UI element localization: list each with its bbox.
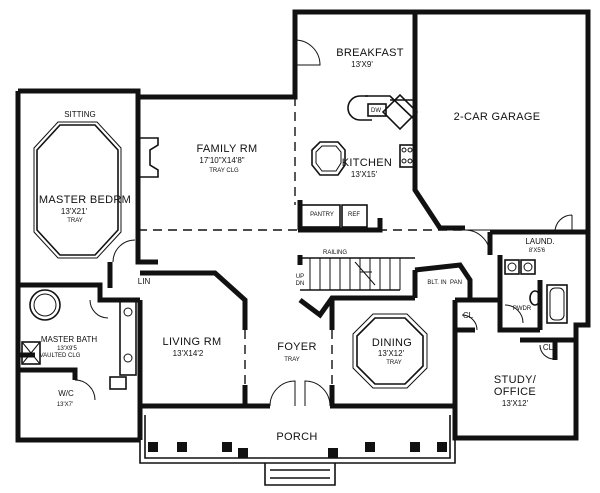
kitchen-island xyxy=(311,141,346,176)
foyer-label: FOYER xyxy=(277,341,316,353)
door-swings xyxy=(74,39,573,407)
pantry-label: PANTRY xyxy=(310,212,334,218)
living-room-label: LIVING RM xyxy=(163,336,222,348)
sitting-label: SITTING xyxy=(64,110,96,119)
dining-label: DINING xyxy=(372,337,412,349)
stair-down-label: DN xyxy=(296,281,305,287)
master-bath-note: VAULTED CLG xyxy=(40,353,81,359)
staircase xyxy=(300,257,415,291)
foyer-note: TRAY xyxy=(284,357,300,363)
linen-label: LIN xyxy=(138,277,151,286)
master-bath-dim: 13'X9'5 xyxy=(57,346,77,352)
study-label-2: OFFICE xyxy=(494,386,536,398)
breakfast-dim: 13'X9' xyxy=(351,60,373,69)
wic-label: W/C xyxy=(58,389,74,398)
room-labels: BREAKFAST 13'X9' 2-CAR GARAGE SITTING FA… xyxy=(39,47,555,443)
master-bedroom-note: TRAY xyxy=(67,218,83,224)
family-room-dim: 17'10"X14'8" xyxy=(199,156,244,165)
dishwasher-label: DW xyxy=(371,108,381,114)
laundry-dim: 8'X5'6 xyxy=(529,248,546,254)
laundry-label: LAUND. xyxy=(525,237,554,246)
built-in-label: BLT. IN xyxy=(427,280,446,286)
master-bedroom-label: MASTER BEDRM xyxy=(39,194,131,206)
master-bed-tray xyxy=(36,124,119,256)
family-room-note: TRAY CLG xyxy=(209,168,239,174)
ref-label: REF xyxy=(348,212,360,218)
porch xyxy=(139,410,456,486)
fixtures xyxy=(21,93,568,390)
study-label: STUDY/ xyxy=(494,374,537,386)
pan-label: PAN xyxy=(450,280,462,286)
kitchen-label: KITCHEN xyxy=(342,157,392,169)
closet-a-label: CL xyxy=(463,311,474,320)
master-bedroom-dim: 13'X21' xyxy=(61,207,88,216)
living-room-dim: 13'X14'2 xyxy=(173,349,204,358)
kitchen-dim: 13'X15' xyxy=(351,170,378,179)
family-room-label: FAMILY RM xyxy=(197,143,258,155)
dashed-openings xyxy=(15,91,465,385)
porch-label: PORCH xyxy=(276,431,317,443)
fireplace xyxy=(138,137,159,178)
dining-dim: 13'X12' xyxy=(378,349,405,358)
stair-up-label: UP xyxy=(296,274,304,280)
pwdr-label: PWDR xyxy=(513,306,532,312)
study-dim: 13'X12' xyxy=(502,399,529,408)
fixture-labels: DW PANTRY REF RAILING UP DN BLT. IN PAN … xyxy=(296,108,554,352)
tub xyxy=(29,289,61,321)
dining-tray xyxy=(356,317,424,385)
breakfast-label: BREAKFAST xyxy=(336,47,404,59)
stove xyxy=(399,144,415,168)
wic-dim: 13'X7' xyxy=(57,402,73,408)
garage-label: 2-CAR GARAGE xyxy=(454,111,541,123)
closet-b-label: CL xyxy=(543,343,554,352)
dining-note: TRAY xyxy=(386,360,402,366)
master-bath-label: MASTER BATH xyxy=(41,335,98,344)
railing-label: RAILING xyxy=(323,250,347,256)
